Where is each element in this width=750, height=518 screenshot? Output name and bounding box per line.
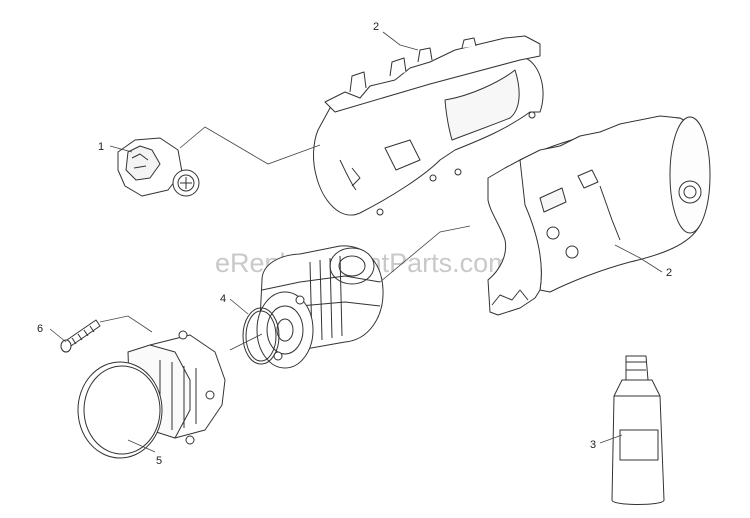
callout-part-3: 3	[590, 439, 596, 451]
cylinder-head-cover	[77, 330, 226, 459]
callout-part-6: 6	[37, 323, 43, 335]
o-ring	[242, 307, 280, 365]
callout-part-2-top: 2	[373, 21, 379, 33]
motor-pump-assembly	[256, 245, 384, 369]
housing-lower-half	[487, 115, 711, 316]
switch-assembly	[117, 137, 200, 197]
callout-part-4: 4	[220, 293, 226, 305]
screw	[60, 319, 101, 353]
leader-lines	[49, 31, 663, 453]
callout-part-2-right: 2	[666, 267, 672, 279]
callout-part-5: 5	[156, 455, 162, 467]
oil-bottle	[611, 355, 665, 505]
housing-upper-half	[313, 35, 544, 216]
callout-part-1: 1	[98, 141, 104, 153]
